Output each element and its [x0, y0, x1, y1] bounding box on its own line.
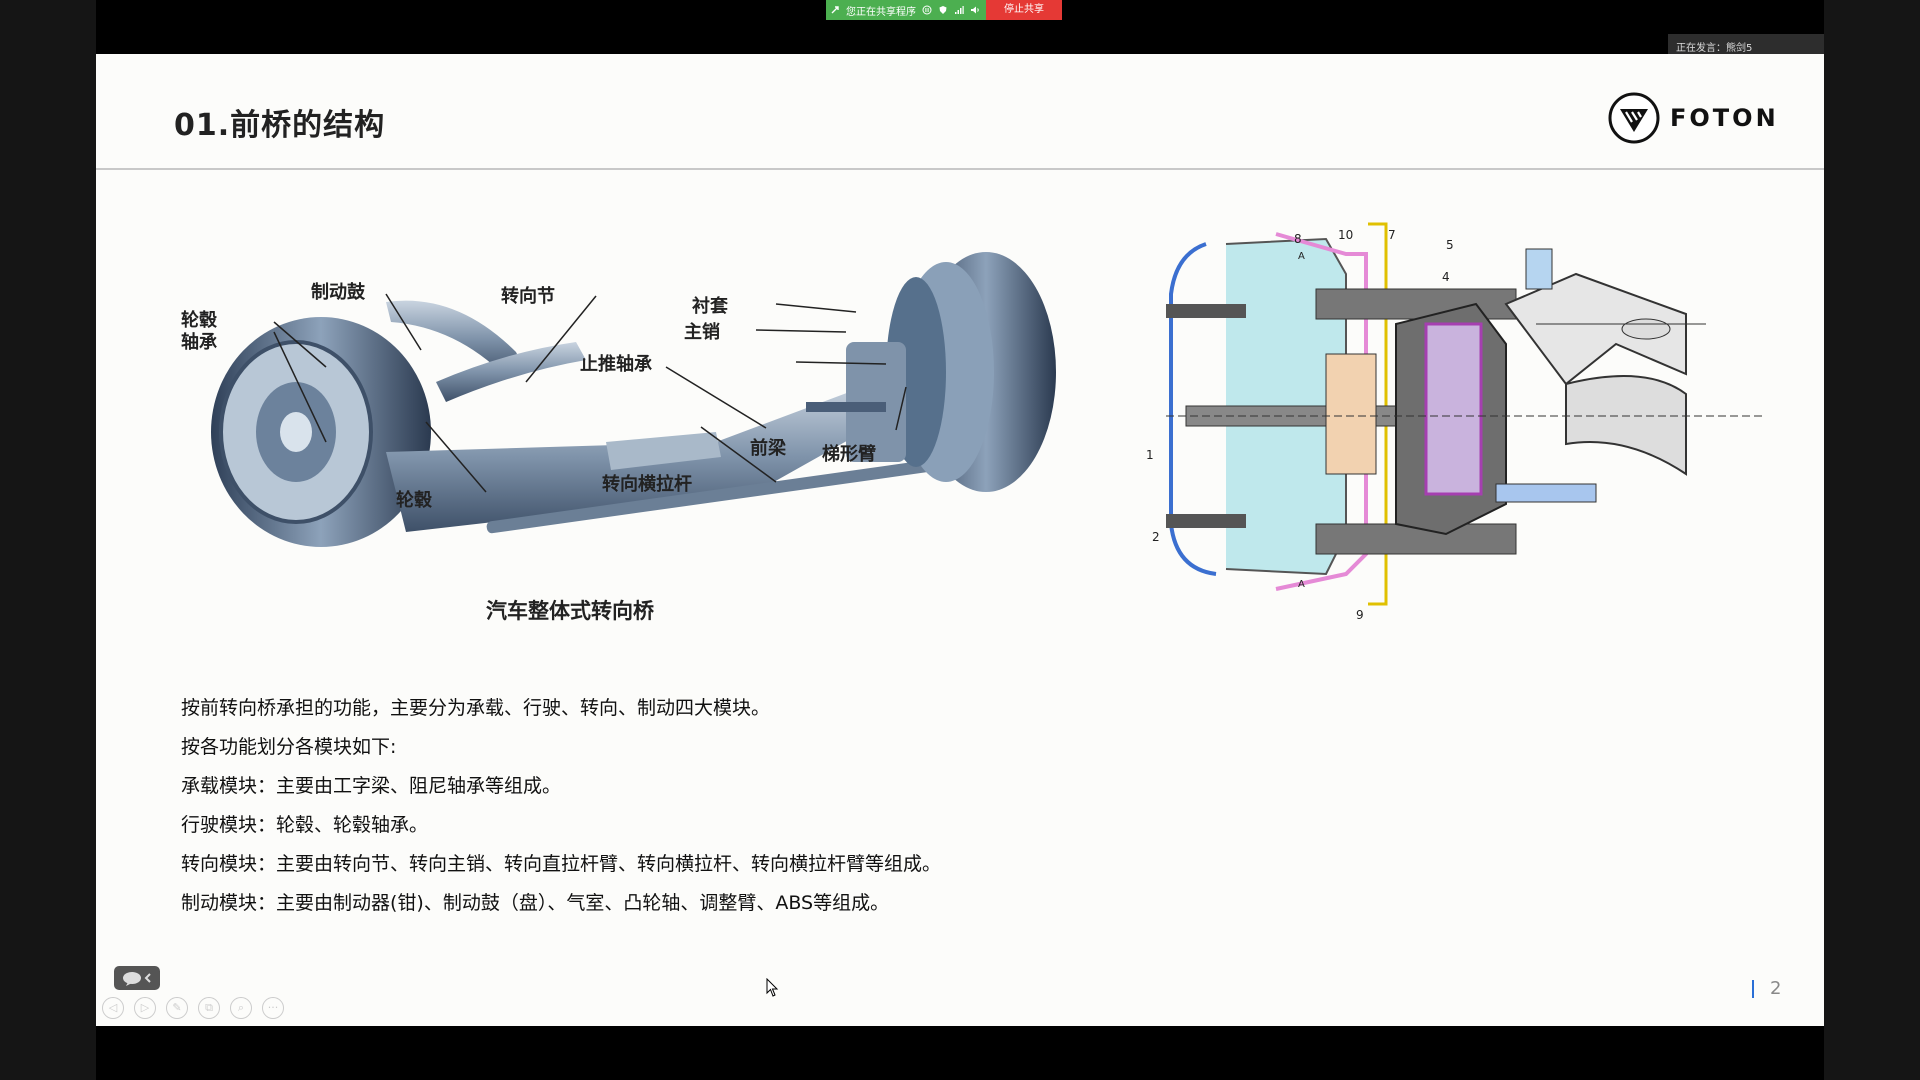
body-line: 按各功能划分各模块如下: — [181, 736, 397, 758]
more-icon[interactable]: ··· — [262, 997, 284, 1019]
callout-9: 9 — [1356, 608, 1364, 622]
callout-a-top: A — [1298, 251, 1305, 262]
steering-axle-figure: 制动鼓 转向节 轮毂 轴承 衬套 主销 止推轴承 前梁 梯形臂 转向横拉杆 轮毂… — [156, 232, 1156, 652]
label-hub-bearing: 轮毂 轴承 — [181, 310, 217, 353]
label-bushing: 衬套 — [692, 296, 728, 317]
page-number: 2 — [1770, 978, 1782, 999]
pin-icon[interactable] — [830, 5, 840, 15]
callout-4: 4 — [1442, 270, 1450, 284]
foton-logo: FOTON — [1608, 92, 1779, 144]
chat-toggle-button[interactable] — [114, 966, 160, 990]
presentation-slide: 01.前桥的结构 FOTON — [96, 54, 1824, 1026]
chat-bubble-icon — [123, 972, 151, 986]
callout-7: 7 — [1388, 228, 1396, 242]
pause-icon[interactable] — [922, 5, 932, 15]
label-front-beam: 前梁 — [750, 438, 786, 459]
label-hub: 轮毂 — [396, 490, 432, 511]
callout-2: 2 — [1152, 530, 1160, 544]
title-divider — [96, 168, 1824, 170]
label-trapezoid-arm: 梯形臂 — [822, 444, 876, 465]
body-line: 行驶模块：轮毂、轮毂轴承。 — [181, 814, 429, 836]
screen-share-toolbar: 您正在共享程序 停止共享 — [826, 0, 1062, 20]
pen-icon[interactable]: ✎ — [166, 997, 188, 1019]
left-letterbox — [0, 0, 96, 1080]
body-line: 按前转向桥承担的功能，主要分为承载、行驶、转向、制动四大模块。 — [181, 697, 771, 719]
mouse-cursor-icon — [766, 978, 779, 997]
label-thrust-bearing: 止推轴承 — [580, 354, 652, 375]
label-brake-drum: 制动鼓 — [311, 282, 365, 303]
callout-a-bottom: A — [1298, 579, 1305, 590]
label-steering-knuckle: 转向节 — [501, 286, 555, 307]
share-status: 您正在共享程序 — [826, 0, 986, 20]
presentation-controls: ◁ ▷ ✎ ⧉ ⌕ ··· — [102, 997, 284, 1019]
callout-10: 10 — [1338, 228, 1354, 242]
zoom-icon[interactable]: ⌕ — [230, 997, 252, 1019]
foton-logo-icon — [1608, 92, 1660, 144]
slide-title: 01.前桥的结构 — [174, 108, 386, 143]
page-number-accent — [1752, 980, 1754, 998]
speaker-icon[interactable] — [970, 5, 980, 15]
body-line: 制动模块：主要由制动器(钳)、制动鼓（盘）、气室、凸轮轴、调整臂、ABS等组成。 — [181, 892, 890, 914]
bottom-letterbox — [96, 1026, 1824, 1080]
callout-5: 5 — [1446, 238, 1454, 252]
prev-icon[interactable]: ◁ — [102, 997, 124, 1019]
signal-icon — [955, 6, 964, 14]
slide-body-text: 按前转向桥承担的功能，主要分为承载、行驶、转向、制动四大模块。 按各功能划分各模… — [181, 689, 941, 923]
stop-share-button[interactable]: 停止共享 — [986, 0, 1062, 20]
steering-axle-illustration — [211, 252, 1056, 547]
axle-section-drawing — [1166, 222, 1766, 606]
logo-wordmark: FOTON — [1670, 104, 1779, 132]
body-line: 转向模块：主要由转向节、转向主销、转向直拉杆臂、转向横拉杆、转向横拉杆臂等组成。 — [181, 853, 942, 875]
label-tie-rod: 转向横拉杆 — [602, 474, 692, 495]
figure1-caption: 汽车整体式转向桥 — [486, 599, 654, 623]
share-status-text: 您正在共享程序 — [846, 6, 916, 18]
right-letterbox — [1824, 0, 1920, 1080]
shield-icon[interactable] — [938, 5, 948, 15]
body-line: 承载模块：主要由工字梁、阻尼轴承等组成。 — [181, 775, 562, 797]
callout-8: 8 — [1294, 232, 1302, 246]
axle-section-figure: 8 10 7 5 4 1 2 9 A A — [1146, 194, 1786, 634]
copy-icon[interactable]: ⧉ — [198, 997, 220, 1019]
callout-1: 1 — [1146, 448, 1154, 462]
label-kingpin: 主销 — [684, 322, 720, 343]
next-icon[interactable]: ▷ — [134, 997, 156, 1019]
